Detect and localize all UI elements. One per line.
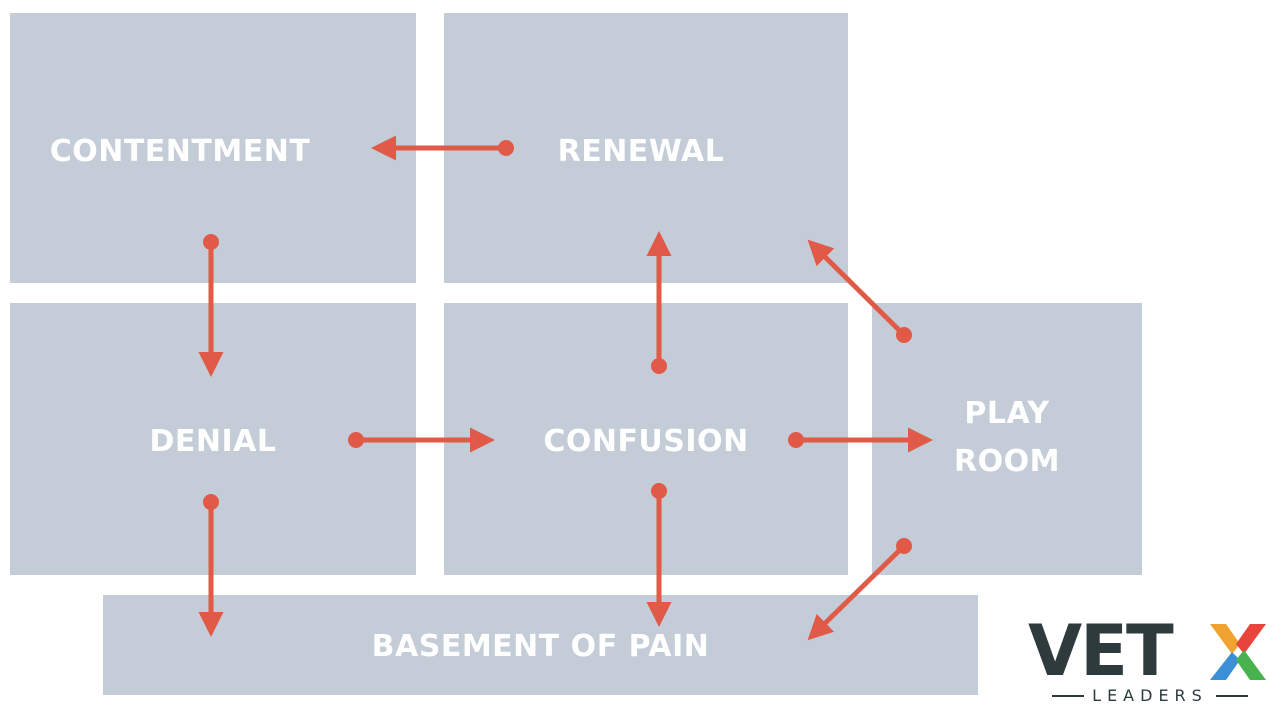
room-basement-of-pain: BASEMENT OF PAIN <box>103 595 978 695</box>
logo-subtitle: LEADERS <box>1028 686 1272 705</box>
room-confusion: CONFUSION <box>444 303 848 575</box>
room-denial: DENIAL <box>10 303 416 575</box>
room-contentment-label: CONTENTMENT <box>49 134 311 169</box>
room-denial-label: DENIAL <box>149 424 277 459</box>
logo-rule-left <box>1052 694 1085 697</box>
room-contentment: CONTENTMENT <box>10 13 416 283</box>
logo-word: VET <box>1028 610 1174 692</box>
room-confusion-label: CONFUSION <box>543 424 749 459</box>
logo-rule-right <box>1215 694 1248 697</box>
logo-subtitle-text: LEADERS <box>1092 686 1208 705</box>
room-playroom: PLAY ROOM <box>872 303 1142 575</box>
room-renewal-label: RENEWAL <box>557 134 725 169</box>
room-playroom-label: PLAY ROOM <box>954 390 1060 486</box>
room-playroom-label-line1: PLAY <box>964 396 1050 431</box>
room-basement-label: BASEMENT OF PAIN <box>371 629 710 664</box>
room-renewal: RENEWAL <box>444 13 848 283</box>
vetx-leaders-logo: VET LEADERS <box>1028 610 1272 705</box>
room-playroom-label-line2: ROOM <box>954 444 1060 479</box>
x-icon <box>1210 624 1266 680</box>
